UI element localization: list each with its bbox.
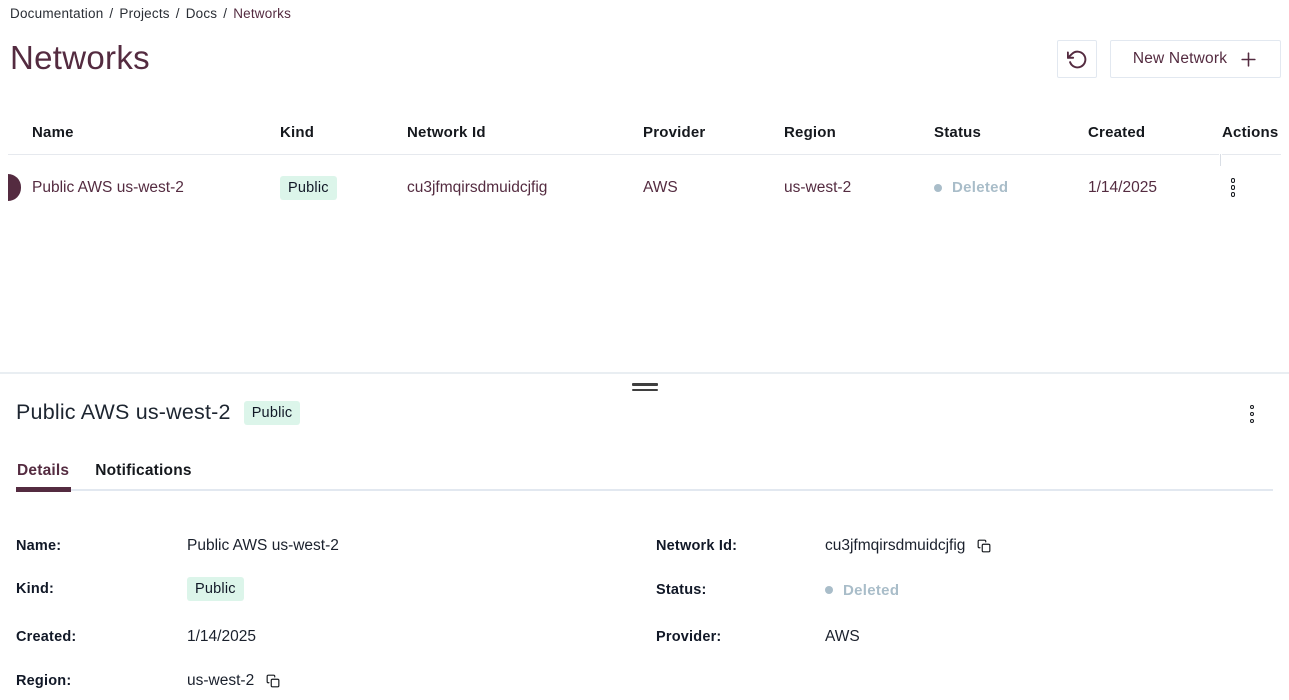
- tab-details[interactable]: Details: [17, 462, 70, 479]
- field-label: Provider:: [656, 629, 722, 645]
- column-header-kind: Kind: [280, 123, 315, 141]
- field-label: Region:: [16, 673, 72, 689]
- column-header-provider: Provider: [643, 123, 706, 141]
- breadcrumb-separator: /: [223, 6, 228, 21]
- column-header-region: Region: [784, 123, 837, 141]
- field-name: Name: Public AWS us-west-2: [16, 533, 339, 559]
- drawer-header: Public AWS us-west-2 Public: [16, 400, 301, 425]
- field-value: cu3jfmqirsdmuidcjfig: [825, 537, 966, 554]
- drawer-kind-badge: Public: [243, 400, 301, 425]
- field-value: us-west-2: [187, 672, 255, 689]
- breadcrumb: Documentation / Projects / Docs / Networ…: [10, 6, 291, 21]
- active-tab-underline: [16, 487, 71, 492]
- status-dot-icon: [825, 586, 833, 594]
- table-row[interactable]: Public AWS us-west-2 Public cu3jfmqirsdm…: [32, 155, 1281, 220]
- status-dot-icon: [934, 183, 942, 192]
- copy-icon: [266, 674, 280, 688]
- copy-region-button[interactable]: [266, 674, 280, 688]
- field-label: Network Id:: [656, 538, 738, 554]
- plus-icon: [1239, 50, 1258, 69]
- field-label: Status:: [656, 582, 707, 598]
- copy-network-id-button[interactable]: [977, 539, 991, 553]
- new-network-label: New Network: [1132, 50, 1228, 67]
- cell-provider: AWS: [643, 178, 678, 196]
- table-header-divider: [8, 154, 1219, 155]
- drawer-tabs: Details Notifications: [17, 462, 192, 480]
- cell-network-id: cu3jfmqirsdmuidcjfig: [407, 178, 548, 196]
- table-header-row: Name Kind Network Id Provider Region Sta…: [32, 118, 1281, 146]
- field-created: Created: 1/14/2025: [16, 624, 256, 650]
- drawer-actions-menu-button[interactable]: [1241, 401, 1263, 427]
- field-value: Public AWS us-west-2: [187, 537, 339, 554]
- kind-badge: Public: [280, 175, 337, 200]
- cell-created: 1/14/2025: [1088, 178, 1157, 196]
- status-badge: Deleted: [825, 582, 899, 599]
- tab-notifications[interactable]: Notifications: [95, 462, 192, 479]
- rotate-ccw-icon: [1066, 49, 1088, 70]
- field-network-id: Network Id: cu3jfmqirsdmuidcjfig: [656, 533, 991, 559]
- cell-name: Public AWS us-west-2: [32, 178, 184, 196]
- status-badge: Deleted: [934, 179, 1088, 196]
- kebab-dot-icon: [1249, 418, 1255, 424]
- breadcrumb-separator: /: [109, 6, 114, 21]
- column-header-network-id: Network Id: [407, 123, 486, 141]
- column-header-actions: Actions: [1222, 123, 1279, 141]
- breadcrumb-separator: /: [175, 6, 180, 21]
- kebab-dot-icon: [1230, 192, 1236, 197]
- kebab-dot-icon: [1249, 411, 1255, 417]
- tab-underline-track: [71, 489, 1273, 491]
- kebab-dot-icon: [1249, 404, 1255, 410]
- column-header-name: Name: [32, 123, 74, 141]
- drawer-drag-handle-icon[interactable]: [632, 381, 658, 393]
- row-actions-menu-button[interactable]: [1222, 175, 1244, 201]
- field-value: 1/14/2025: [187, 628, 256, 645]
- status-label: Deleted: [843, 581, 900, 599]
- breadcrumb-item-networks: Networks: [233, 6, 292, 21]
- breadcrumb-item-projects[interactable]: Projects: [119, 6, 170, 21]
- field-provider: Provider: AWS: [656, 624, 860, 650]
- field-label: Name:: [16, 538, 62, 554]
- breadcrumb-item-docs[interactable]: Docs: [185, 6, 218, 21]
- field-region: Region: us-west-2: [16, 668, 280, 694]
- column-header-status: Status: [934, 123, 982, 141]
- field-value: AWS: [825, 628, 860, 645]
- cell-region: us-west-2: [784, 178, 852, 196]
- table-header-divider: [1222, 154, 1281, 155]
- drawer-title: Public AWS us-west-2: [16, 400, 231, 424]
- status-label: Deleted: [952, 179, 1009, 196]
- selected-row-indicator: [8, 174, 21, 201]
- actions-column-divider: [1220, 154, 1221, 166]
- field-label: Created:: [16, 629, 77, 645]
- kebab-dot-icon: [1230, 178, 1236, 183]
- refresh-button[interactable]: [1057, 40, 1097, 78]
- field-status: Status: Deleted: [656, 577, 899, 603]
- column-header-created: Created: [1088, 123, 1146, 141]
- copy-icon: [977, 539, 991, 553]
- details-drawer: Public AWS us-west-2 Public Details Noti…: [0, 372, 1289, 700]
- field-kind: Kind: Public: [16, 576, 244, 602]
- page-title: Networks: [10, 39, 150, 76]
- new-network-button[interactable]: New Network: [1110, 40, 1281, 78]
- kebab-dot-icon: [1230, 185, 1236, 190]
- field-label: Kind:: [16, 581, 55, 597]
- kind-badge: Public: [187, 577, 244, 601]
- breadcrumb-item-documentation[interactable]: Documentation: [10, 6, 104, 21]
